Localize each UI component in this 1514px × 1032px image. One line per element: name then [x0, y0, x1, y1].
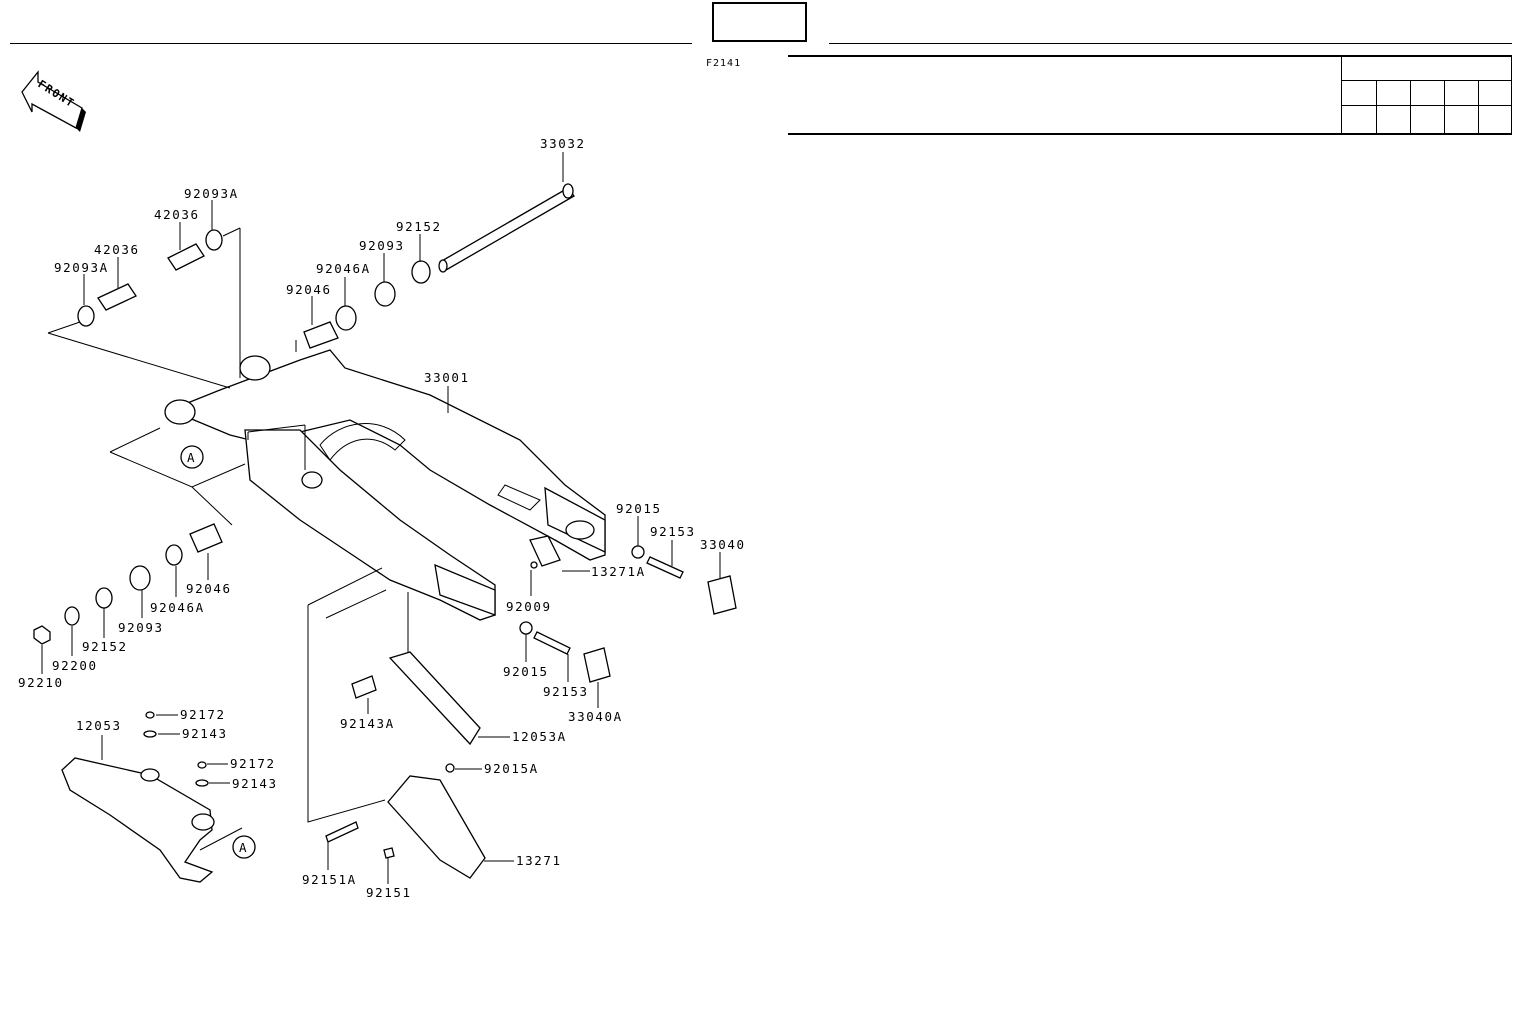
part-label: 92172: [230, 756, 276, 771]
part-label: 92093: [359, 238, 405, 253]
part-label: 92152: [82, 639, 128, 654]
part-label: 92143A: [340, 716, 395, 731]
part-label: 13271: [516, 853, 562, 868]
part-label: 92015A: [484, 761, 539, 776]
part-label: 92143: [232, 776, 278, 791]
part-label: 92093A: [184, 186, 239, 201]
part-label: 92015: [616, 501, 662, 516]
chain-slider-parts: [326, 652, 485, 878]
part-label: 92153: [650, 524, 696, 539]
part-label: 33001: [424, 370, 470, 385]
part-label: 92143: [182, 726, 228, 741]
callout-a-upper: A: [181, 446, 203, 468]
callout-label: A: [239, 840, 248, 855]
part-label: 13271A: [591, 564, 646, 579]
part-label: 92153: [543, 684, 589, 699]
chain-adjuster-parts: [520, 536, 736, 682]
part-label: 92046A: [150, 600, 205, 615]
callout-a-lower: A: [233, 836, 255, 858]
part-label: 92152: [396, 219, 442, 234]
part-label: 33040A: [568, 709, 623, 724]
part-label: 42036: [94, 242, 140, 257]
part-label: 92015: [503, 664, 549, 679]
part-label: 92151: [366, 885, 412, 900]
callout-label: A: [187, 450, 196, 465]
part-label: 12053A: [512, 729, 567, 744]
part-label: 42036: [154, 207, 200, 222]
part-label: 92210: [18, 675, 64, 690]
part-label: 92009: [506, 599, 552, 614]
part-label: 92093A: [54, 260, 109, 275]
part-label: 92151A: [302, 872, 357, 887]
part-label: 92200: [52, 658, 98, 673]
part-label: 92093: [118, 620, 164, 635]
part-label: 92046A: [316, 261, 371, 276]
part-label: 92046: [286, 282, 332, 297]
part-label: 92172: [180, 707, 226, 722]
swing-arm-body: [165, 350, 605, 620]
part-label: 33032: [540, 136, 586, 151]
part-label: 92046: [186, 581, 232, 596]
part-label: 33040: [700, 537, 746, 552]
front-direction-arrow-icon: FRONT: [22, 72, 86, 132]
part-label: 12053: [76, 718, 122, 733]
